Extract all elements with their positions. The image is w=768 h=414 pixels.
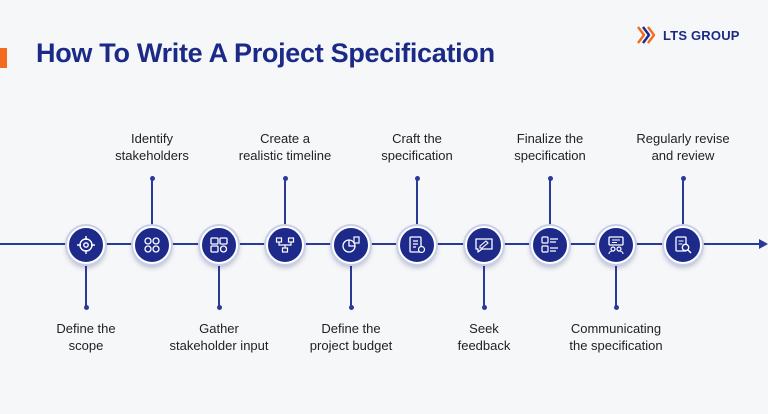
feedback-icon: [475, 238, 493, 253]
step-node: [133, 226, 171, 264]
step-label-line2: specification: [381, 148, 453, 163]
step-node: [332, 226, 370, 264]
step-label-line1: Communicating: [570, 321, 662, 336]
lts-logo-icon: [637, 26, 656, 44]
step-label-line1: Define the: [56, 321, 116, 336]
step-connector: [85, 262, 87, 307]
step-connector-dot: [216, 305, 222, 310]
target-icon: [77, 236, 95, 254]
logo-text: LTS GROUP: [663, 27, 740, 43]
step-connector-dot: [282, 176, 288, 181]
step-label-line2: project budget: [309, 338, 393, 353]
step-connector: [682, 178, 684, 226]
step-label-line2: the specification: [569, 338, 663, 353]
step-label: Finalize the specification: [475, 130, 625, 164]
step-label: Communicating the specification: [541, 320, 691, 354]
step-label: Create a realistic timeline: [210, 130, 360, 164]
timeline-icon: [275, 237, 295, 253]
step-label-line1: Create a: [260, 131, 310, 146]
step-label-line1: Gather: [199, 321, 239, 336]
page-title: How To Write A Project Specification: [36, 38, 495, 68]
step-label-line2: specification: [514, 148, 586, 163]
step-label-line2: stakeholder input: [169, 338, 269, 353]
logo: LTS GROUP: [636, 24, 740, 46]
timeline-line: [0, 243, 762, 245]
step-label-line1: Regularly revise: [636, 131, 730, 146]
step-label-line2: realistic timeline: [238, 148, 332, 163]
step-connector-dot: [348, 305, 354, 310]
step-connector: [350, 262, 352, 307]
step-label: Identify stakeholders: [77, 130, 227, 164]
presentation-icon: [608, 236, 624, 255]
step-label: Seek feedback: [409, 320, 559, 354]
step-label-line1: Identify: [131, 131, 173, 146]
step-label: Gather stakeholder input: [144, 320, 294, 354]
step-node: [531, 226, 569, 264]
step-label-line2: stakeholders: [115, 148, 189, 163]
step-node: [200, 226, 238, 264]
step-node: [266, 226, 304, 264]
timeline-arrow-head: [759, 239, 768, 249]
step-label-line1: Define the: [321, 321, 381, 336]
document-edit-icon: [409, 236, 426, 254]
step-connector-dot: [83, 305, 89, 310]
step-connector: [483, 262, 485, 307]
step-node: [664, 226, 702, 264]
accent-bar: [0, 48, 7, 68]
step-connector-dot: [680, 176, 686, 181]
budget-icon: [342, 236, 360, 253]
step-label: Define the project budget: [276, 320, 426, 354]
step-connector: [218, 262, 220, 307]
step-label-line1: Finalize the: [516, 131, 584, 146]
step-label-line2: feedback: [457, 338, 511, 353]
step-label: Regularly revise and review: [608, 130, 758, 164]
step-node: [398, 226, 436, 264]
step-connector-dot: [481, 305, 487, 310]
step-connector-dot: [149, 176, 155, 181]
step-label: Define the scope: [11, 320, 161, 354]
step-node: [597, 226, 635, 264]
step-label-line1: Seek: [469, 321, 499, 336]
stakeholders-icon: [144, 237, 160, 253]
input-gathering-icon: [210, 237, 228, 253]
step-label-line1: Craft the: [392, 131, 442, 146]
step-label: Craft the specification: [342, 130, 492, 164]
step-label-line2: scope: [68, 338, 104, 353]
step-connector: [151, 178, 153, 226]
step-node: [67, 226, 105, 264]
step-connector: [549, 178, 551, 226]
checklist-icon: [541, 236, 558, 253]
step-connector: [284, 178, 286, 226]
step-connector-dot: [613, 305, 619, 310]
review-icon: [675, 236, 692, 254]
step-connector-dot: [547, 176, 553, 181]
step-connector-dot: [414, 176, 420, 181]
step-node: [465, 226, 503, 264]
step-connector: [615, 262, 617, 307]
step-connector: [416, 178, 418, 226]
step-label-line2: and review: [651, 148, 715, 163]
